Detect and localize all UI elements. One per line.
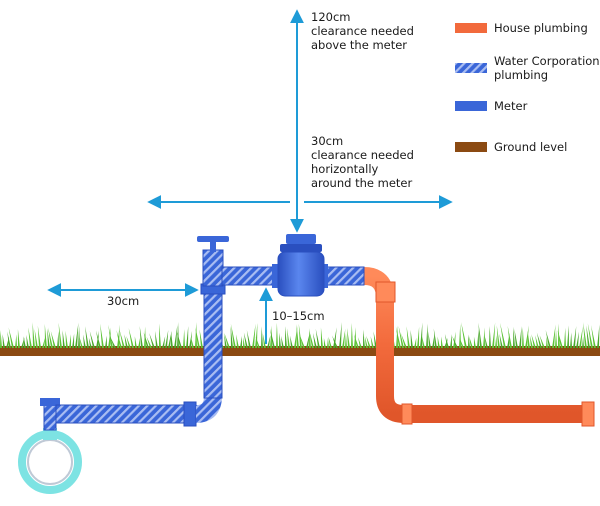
- above-clearance-label: 120cm clearance needed above the meter: [311, 10, 414, 52]
- above-line-2: clearance needed: [311, 24, 414, 38]
- water-corporation-plumbing: [18, 236, 365, 494]
- stop-valve: [202, 249, 224, 287]
- around-line-3: horizontally: [311, 162, 379, 176]
- grass-blades: [0, 322, 600, 348]
- above-line-1: 120cm: [311, 10, 351, 24]
- valve-clearance-label: 30cm: [107, 294, 140, 308]
- ground-strip: [0, 346, 600, 356]
- height-label: 10–15cm: [272, 309, 325, 323]
- legend-swatch-water-corp: [455, 63, 487, 73]
- legend-meter-label: Meter: [494, 99, 528, 113]
- house-pipe: [350, 267, 585, 423]
- legend-house-label: House plumbing: [494, 21, 588, 35]
- around-line-4: around the meter: [311, 176, 413, 190]
- above-line-3: above the meter: [311, 38, 408, 52]
- legend-ground-label: Ground level: [494, 140, 568, 154]
- legend-swatch-house: [455, 23, 487, 33]
- legend-swatch-meter: [455, 101, 487, 111]
- legend-swatches: [455, 23, 487, 152]
- clearance-arrows: [47, 9, 453, 344]
- water-meter: [277, 234, 325, 297]
- around-clearance-label: 30cm clearance needed horizontally aroun…: [311, 134, 414, 190]
- around-line-1: 30cm: [311, 134, 344, 148]
- legend-swatch-ground: [455, 142, 487, 152]
- ground-layer: [0, 322, 600, 356]
- legend-water-corp-label: Water Corporation plumbing: [494, 54, 600, 82]
- house-plumbing: [350, 267, 595, 427]
- around-line-2: clearance needed: [311, 148, 414, 162]
